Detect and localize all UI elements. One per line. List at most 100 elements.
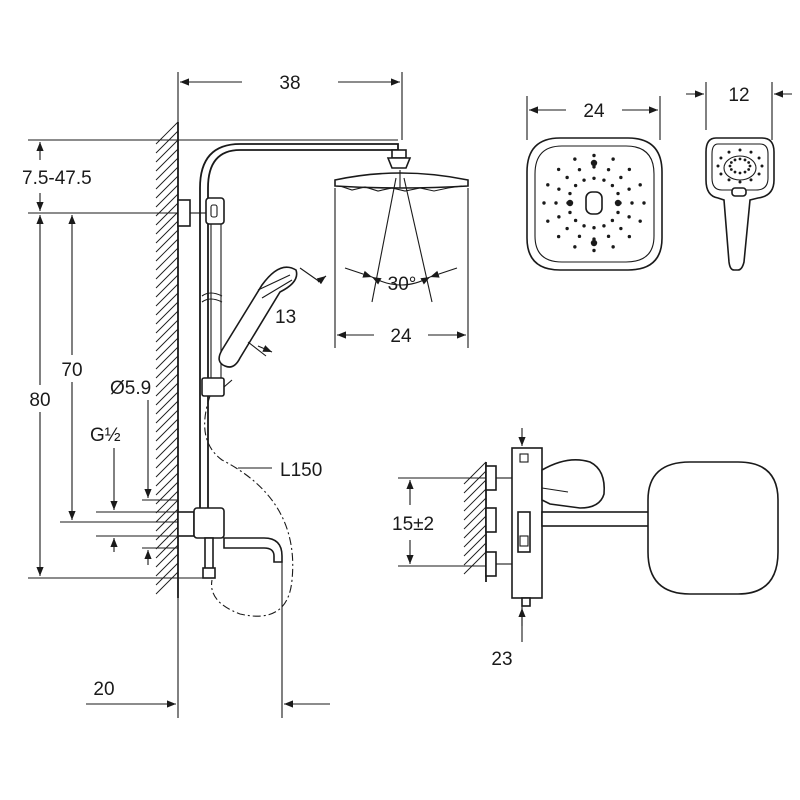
hatch-line — [155, 148, 179, 172]
wall-hatching — [155, 121, 179, 595]
shower-column — [177, 143, 399, 508]
hatch-line — [463, 533, 487, 557]
nozzle — [602, 178, 606, 182]
hatch-line — [155, 436, 179, 460]
nozzle — [577, 234, 582, 239]
nozzle — [568, 191, 572, 196]
wall-depth-label: 23 — [491, 649, 512, 670]
hatch-line — [155, 238, 179, 262]
hatch-line — [155, 139, 179, 163]
nozzle — [760, 164, 764, 168]
nozzle — [747, 168, 751, 171]
overhead-head-top-view: 24 — [526, 96, 663, 271]
hatch-line — [155, 454, 179, 478]
nozzle — [590, 159, 598, 167]
nozzle — [592, 248, 596, 253]
hand-nozzles — [716, 148, 764, 184]
arm-length-dimension: 38 — [177, 72, 403, 140]
nozzle — [638, 183, 642, 187]
head-nozzles — [542, 153, 646, 253]
nozzle — [610, 218, 615, 223]
nozzle — [592, 176, 596, 180]
nozzle — [728, 164, 732, 168]
nozzle — [733, 170, 737, 174]
nozzle — [757, 156, 761, 160]
head-width-label: 24 — [390, 326, 412, 347]
hatch-line — [463, 524, 487, 548]
hand-shower-side: 13 — [218, 266, 327, 368]
nozzle — [542, 201, 546, 205]
hatch-line — [155, 553, 179, 577]
nozzle — [738, 171, 742, 175]
height-adjust-dimension: 7.5-47.5 — [22, 139, 398, 214]
hatch-line — [155, 373, 179, 397]
hatch-line — [155, 256, 179, 280]
nozzle — [611, 245, 615, 249]
hatch-line — [463, 551, 487, 575]
hatch-line — [155, 310, 179, 334]
hatch-line — [155, 409, 179, 433]
hand-width-label: 12 — [728, 85, 749, 106]
hose-path — [204, 395, 294, 617]
nozzle — [606, 234, 611, 239]
nozzle — [565, 175, 569, 180]
nozzle — [566, 199, 574, 207]
nozzle — [747, 161, 751, 164]
spray-angle-dimension: 30° — [344, 267, 458, 295]
nozzle — [568, 210, 572, 215]
thread-dimensions: Ø5.9 G½ — [90, 378, 178, 565]
top-bracket-clamp — [205, 197, 225, 225]
head-top-width-label: 24 — [583, 101, 605, 122]
total-height-label: 80 — [29, 390, 50, 411]
hatch-line — [155, 562, 179, 586]
nozzle — [606, 167, 611, 172]
hatch-line — [155, 274, 179, 298]
hatch-line — [155, 220, 179, 244]
nozzle — [719, 156, 723, 160]
nozzle — [738, 180, 742, 184]
nozzle — [627, 167, 632, 172]
hatch-line — [155, 130, 179, 154]
bracket-height-label: 70 — [61, 360, 82, 381]
nozzle — [738, 148, 742, 152]
thread-label: G½ — [90, 425, 121, 446]
nozzle — [627, 234, 632, 239]
mixer-elevation — [463, 428, 779, 607]
nozzle — [577, 167, 582, 172]
inlet-spacing-dimension: 15±2 — [392, 477, 486, 567]
bath-mixer-body — [177, 507, 283, 579]
mixer-wall-hatching — [463, 461, 487, 575]
inlet-spacing-label: 15±2 — [392, 514, 434, 535]
nozzle — [627, 215, 631, 219]
hatch-line — [155, 265, 179, 289]
hatch-line — [155, 427, 179, 451]
hand-length-label: 13 — [275, 307, 296, 328]
hatch-line — [155, 571, 179, 595]
nozzle — [582, 224, 586, 228]
hatch-line — [155, 346, 179, 370]
nozzle — [733, 158, 737, 162]
nozzle — [611, 157, 615, 161]
hatch-line — [155, 463, 179, 487]
hand-shower-front-view: 12 — [686, 82, 792, 271]
height-adjust-label: 7.5-47.5 — [22, 168, 92, 189]
hatch-line — [155, 211, 179, 235]
spout-offset-label: 20 — [93, 679, 114, 700]
hatch-line — [155, 544, 179, 568]
hatch-line — [155, 445, 179, 469]
hatch-line — [155, 400, 179, 424]
nozzle — [616, 191, 620, 196]
hatch-line — [155, 499, 179, 523]
hatch-line — [155, 283, 179, 307]
total-height-dimension: 80 — [28, 215, 206, 579]
hatch-line — [463, 515, 487, 539]
hatch-line — [155, 247, 179, 271]
hatch-line — [155, 364, 179, 388]
nozzle — [638, 219, 642, 223]
nozzle — [738, 157, 742, 161]
angle-label: 30° — [388, 274, 417, 295]
hatch-line — [155, 166, 179, 190]
hatch-line — [155, 328, 179, 352]
nozzle — [602, 224, 606, 228]
